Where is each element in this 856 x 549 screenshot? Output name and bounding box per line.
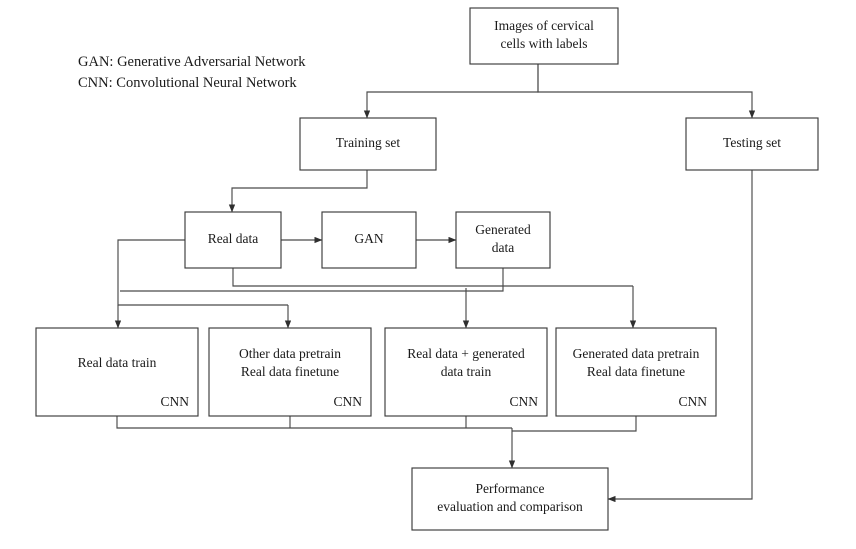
node-tag-real-data-train: CNN bbox=[160, 394, 189, 409]
node-label-testing-set: Testing set bbox=[723, 135, 781, 150]
node-label-real-data: Real data bbox=[208, 231, 259, 246]
connector-source-to-testing bbox=[537, 64, 756, 119]
node-label-generated-data-pretrain: Real data finetune bbox=[587, 364, 685, 379]
node-box-real-data-train bbox=[35, 327, 199, 417]
node-label-training-set: Training set bbox=[336, 135, 401, 150]
node-box-source bbox=[469, 7, 619, 65]
connector-source-to-training bbox=[363, 64, 539, 119]
node-training-set[interactable]: Training set bbox=[299, 117, 437, 171]
node-box-performance bbox=[411, 467, 609, 531]
node-label-performance: evaluation and comparison bbox=[437, 499, 583, 514]
connector-generated-data-bus bbox=[120, 268, 504, 292]
node-tag-real-plus-generated: CNN bbox=[509, 394, 538, 409]
node-box-real-data bbox=[184, 211, 282, 269]
nodes-layer: Images of cervical cells with labelsTrain… bbox=[35, 7, 819, 531]
connector-real-data-bus bbox=[232, 268, 633, 287]
node-tag-other-data-pretrain: CNN bbox=[333, 394, 362, 409]
node-label-generated-data: Generated bbox=[475, 222, 531, 237]
connector-real-data-left-branch bbox=[117, 239, 288, 306]
node-label-generated-data-pretrain: Generated data pretrain bbox=[573, 346, 700, 361]
node-testing-set[interactable]: Testing set bbox=[685, 117, 819, 171]
node-box-other-data-pretrain bbox=[208, 327, 372, 417]
node-gan[interactable]: GAN bbox=[321, 211, 417, 269]
node-generated-data[interactable]: Generated data bbox=[455, 211, 551, 269]
connector-testing-to-performance bbox=[607, 170, 753, 503]
node-label-gan: GAN bbox=[354, 231, 383, 246]
node-label-real-data-train: Real data train bbox=[78, 355, 157, 370]
node-performance[interactable]: Performance evaluation and comparison bbox=[411, 467, 609, 531]
node-box-real-plus-generated bbox=[384, 327, 548, 417]
node-label-performance: Performance bbox=[476, 481, 545, 496]
connector-train1-down bbox=[116, 416, 512, 429]
node-box-gan bbox=[321, 211, 417, 269]
node-label-real-plus-generated: Real data + generated bbox=[407, 346, 525, 361]
connector-training-to-real-data bbox=[228, 170, 368, 213]
node-label-generated-data: data bbox=[492, 240, 515, 255]
node-box-testing-set bbox=[685, 117, 819, 171]
node-box-training-set bbox=[299, 117, 437, 171]
node-source[interactable]: Images of cervical cells with labels bbox=[469, 7, 619, 65]
node-label-source: cells with labels bbox=[501, 36, 588, 51]
node-tag-generated-data-pretrain: CNN bbox=[678, 394, 707, 409]
node-label-source: Images of cervical bbox=[494, 18, 594, 33]
legend-line-0: GAN: Generative Adversarial Network bbox=[78, 54, 306, 70]
node-box-generated-data bbox=[455, 211, 551, 269]
node-label-other-data-pretrain: Other data pretrain bbox=[239, 346, 341, 361]
node-label-real-plus-generated: data train bbox=[441, 364, 492, 379]
connectors-layer bbox=[114, 64, 756, 503]
legend-block: GAN: Generative Adversarial NetworkCNN: … bbox=[78, 54, 306, 91]
legend-line-1: CNN: Convolutional Neural Network bbox=[78, 75, 297, 91]
node-box-generated-data-pretrain bbox=[555, 327, 717, 417]
node-label-other-data-pretrain: Real data finetune bbox=[241, 364, 339, 379]
connector-train4-down bbox=[512, 416, 637, 432]
node-real-data[interactable]: Real data bbox=[184, 211, 282, 269]
